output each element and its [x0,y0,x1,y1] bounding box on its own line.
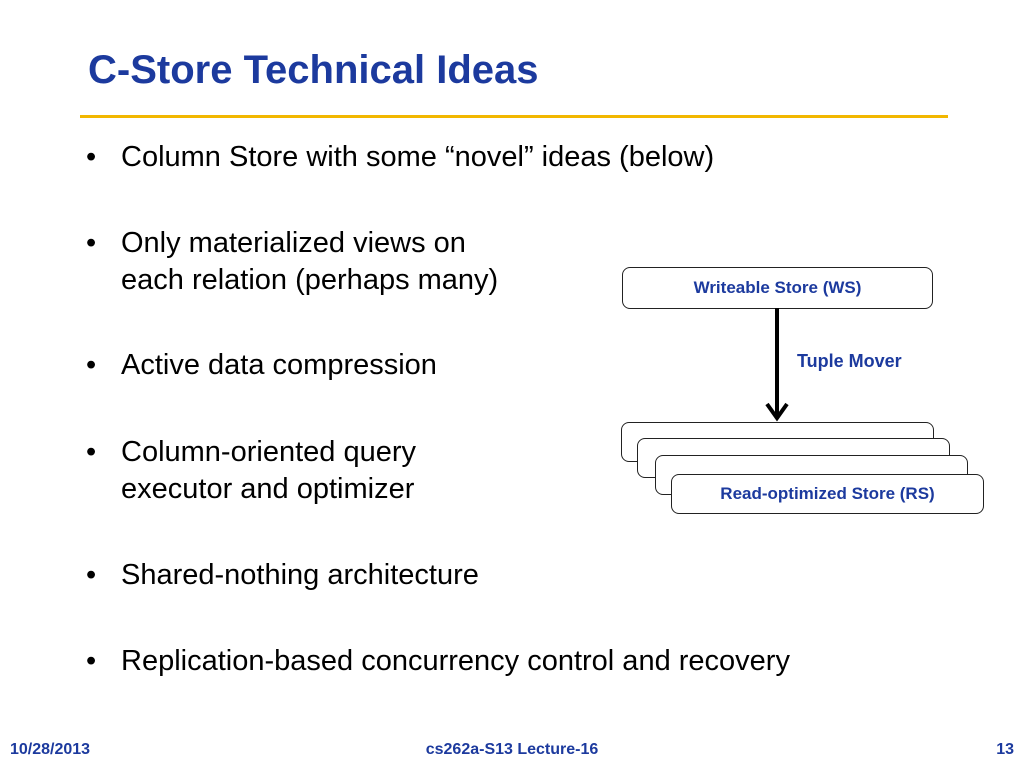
bullet-text: executor and optimizer [121,473,415,505]
bullet-text: Replication-based concurrency control an… [121,645,790,677]
footer-page-number: 13 [996,741,1014,758]
read-store-box: Read-optimized Store (RS) [671,474,984,514]
bullet-glyph: • [86,436,97,468]
slide-title: C-Store Technical Ideas [88,48,539,92]
footer-course: cs262a-S13 Lecture-16 [425,741,599,758]
bullet-text: Column-oriented query [121,436,416,468]
title-underline [80,115,948,118]
bullet-text: Only materialized views on [121,227,466,259]
bullet-text: Shared-nothing architecture [121,559,479,591]
bullet-glyph: • [86,349,97,381]
tuple-mover-arrow-icon [765,308,789,422]
bullet-glyph: • [86,227,97,259]
read-store-label: Read-optimized Store (RS) [720,484,935,503]
footer-date: 10/28/2013 [10,741,91,758]
bullet-text: Active data compression [121,349,437,381]
bullet-glyph: • [86,645,97,677]
writeable-store-box: Writeable Store (WS) [622,267,933,309]
bullet-glyph: • [86,141,97,173]
bullet-glyph: • [86,559,97,591]
tuple-mover-label: Tuple Mover [797,351,902,371]
bullet-text: each relation (perhaps many) [121,264,499,296]
bullet-text: Column Store with some “novel” ideas (be… [121,141,715,173]
writeable-store-label: Writeable Store (WS) [693,278,862,297]
